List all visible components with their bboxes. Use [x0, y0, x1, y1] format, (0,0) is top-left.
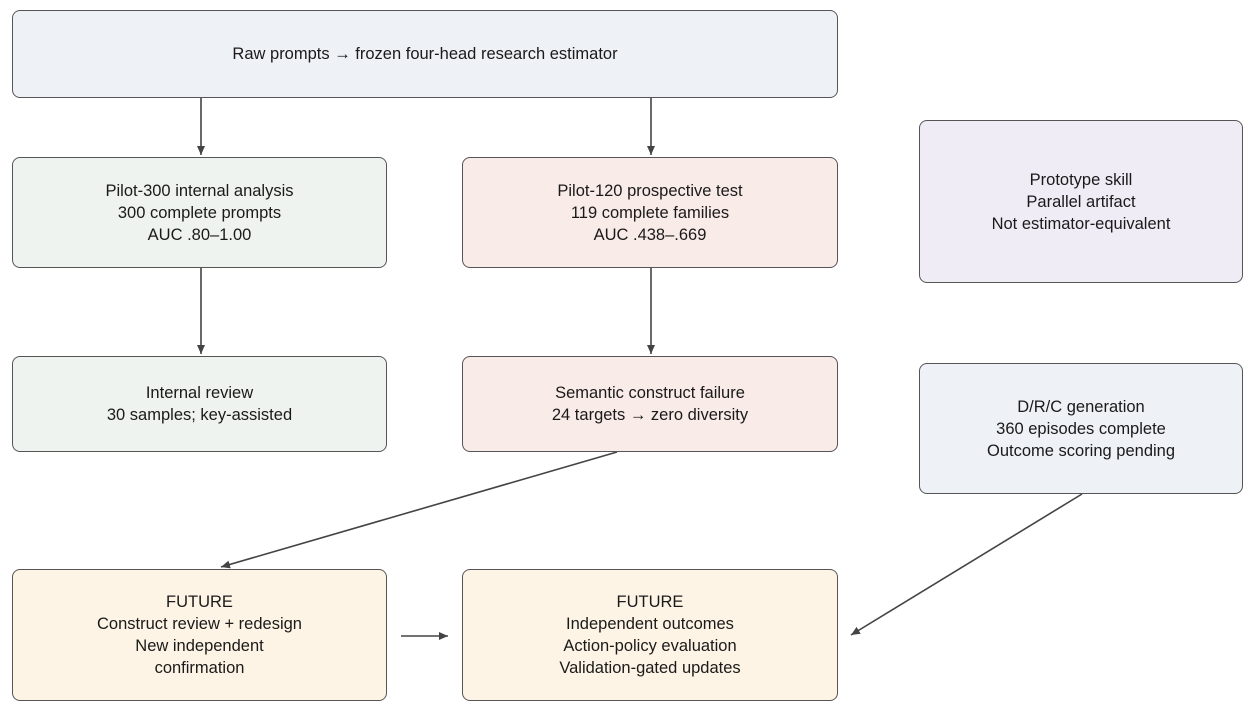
node-line: D/R/C generation	[1017, 397, 1145, 416]
node-drc-generation: D/R/C generation 360 episodes complete O…	[919, 363, 1243, 494]
node-line: AUC .438–.669	[593, 225, 707, 244]
node-line: 24 targets → zero diversity	[551, 406, 749, 424]
node-line: Independent outcomes	[566, 615, 734, 633]
node-raw-prompts: Raw prompts → frozen four-head research …	[12, 10, 838, 98]
node-line: New independent	[135, 637, 264, 655]
node-line: Outcome scoring pending	[986, 441, 1176, 460]
node-line: Construct review + redesign	[97, 615, 302, 633]
node-line: FUTURE	[616, 593, 684, 611]
node-future-construct-review: FUTURE Construct review + redesign New i…	[12, 569, 387, 701]
node-pilot-300: Pilot-300 internal analysis 300 complete…	[12, 157, 387, 268]
node-line: Semantic construct failure	[555, 384, 745, 402]
node-line: Validation-gated updates	[559, 659, 741, 677]
node-line: Pilot-300 internal analysis	[105, 181, 294, 200]
node-line: Prototype skill	[1029, 170, 1133, 189]
node-internal-review: Internal review 30 samples; key-assisted	[12, 356, 387, 452]
node-line: 30 samples; key-assisted	[106, 406, 293, 424]
node-line: Parallel artifact	[1026, 192, 1136, 211]
node-line: Internal review	[145, 384, 254, 402]
node-pilot-120: Pilot-120 prospective test 119 complete …	[462, 157, 838, 268]
node-prototype-skill: Prototype skill Parallel artifact Not es…	[919, 120, 1243, 283]
node-line: 360 episodes complete	[996, 419, 1166, 438]
node-future-independent-outcomes: FUTURE Independent outcomes Action-polic…	[462, 569, 838, 701]
node-line: Action-policy evaluation	[563, 637, 737, 655]
node-line: 119 complete families	[570, 203, 730, 222]
node-line: AUC .80–1.00	[147, 225, 252, 244]
edge-drc-to-future2	[850, 493, 1083, 636]
node-semantic-failure: Semantic construct failure 24 targets → …	[462, 356, 838, 452]
edge-semantic-to-future1	[220, 451, 618, 569]
node-line: confirmation	[154, 659, 245, 677]
node-line: Raw prompts → frozen four-head research …	[232, 45, 618, 63]
node-line: FUTURE	[166, 593, 233, 611]
node-line: 300 complete prompts	[117, 203, 282, 222]
node-line: Pilot-120 prospective test	[557, 181, 743, 200]
node-line: Not estimator-equivalent	[991, 214, 1171, 233]
